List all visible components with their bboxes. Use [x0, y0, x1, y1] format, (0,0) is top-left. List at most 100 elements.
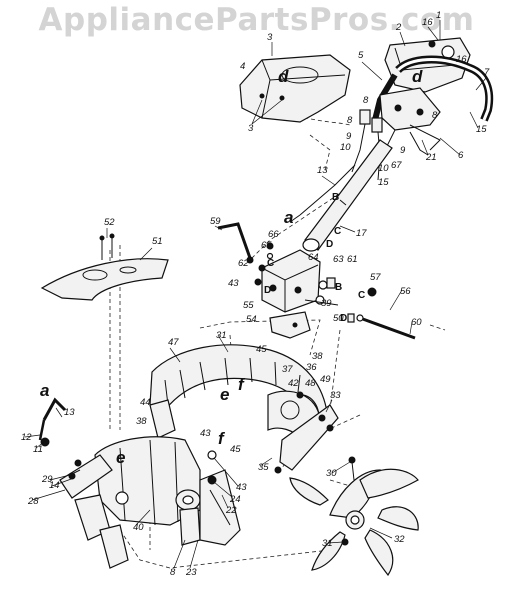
ref-letter-D: D — [264, 285, 271, 296]
ref-letter-e: e — [220, 385, 229, 404]
depth-stake-13: a — [38, 381, 67, 447]
callout-67: 67 — [391, 160, 402, 171]
callout-33: 33 — [330, 390, 341, 401]
ref-letter-B: B — [332, 192, 339, 203]
callout-15: 15 — [378, 177, 389, 188]
callout-8: 8 — [363, 95, 369, 106]
callout-55: 55 — [243, 300, 254, 311]
ref-letter-e: e — [116, 448, 125, 467]
callout-54: 54 — [246, 314, 257, 325]
callout-29: 29 — [41, 474, 53, 485]
callout-38: 38 — [136, 416, 147, 427]
callout-12: 12 — [21, 432, 32, 443]
callout-37: 37 — [282, 364, 293, 375]
callout-59: 59 — [210, 216, 221, 227]
callout-62: 62 — [238, 258, 249, 269]
handle-bracket — [379, 87, 441, 151]
tine-shaft-left — [59, 454, 129, 569]
callout-36: 36 — [306, 362, 317, 373]
callout-5: 5 — [358, 50, 364, 61]
ref-letter-f: f — [238, 375, 246, 394]
callout-9: 9 — [346, 131, 352, 142]
ref-letter-f: f — [218, 429, 226, 448]
callout-8: 8 — [170, 567, 176, 578]
callout-38: 38 — [312, 351, 323, 362]
callout-56: 56 — [400, 286, 411, 297]
ref-letter-D: D — [340, 313, 347, 324]
callout-1: 1 — [436, 10, 441, 21]
callout-7: 7 — [484, 67, 490, 78]
hitch-bracket-54 — [269, 311, 311, 339]
callout-3: 3 — [248, 123, 254, 134]
ref-letter-a: a — [284, 208, 293, 227]
callout-48: 48 — [305, 378, 316, 389]
ref-letter-C: C — [358, 290, 365, 301]
callout-9: 9 — [400, 145, 406, 156]
callout-61: 61 — [347, 254, 358, 265]
callout-64: 64 — [308, 252, 319, 263]
tine-bolt-30 — [348, 456, 356, 481]
callout-40: 40 — [133, 522, 144, 533]
ref-letter-B: B — [335, 282, 342, 293]
callout-21: 21 — [425, 152, 437, 163]
callout-57: 57 — [370, 272, 381, 283]
callout-49: 49 — [320, 374, 331, 385]
pivot-hardware: C B — [254, 242, 342, 306]
adjust-lever-59 — [217, 222, 254, 264]
callout-11: 11 — [33, 444, 43, 455]
callout-28: 28 — [27, 496, 39, 507]
ref-letter-d: d — [278, 67, 289, 86]
callout-63: 63 — [333, 254, 344, 265]
callout-44: 44 — [140, 397, 151, 408]
depth-bar-56: C D — [340, 287, 416, 340]
ref-letter-d: d — [412, 67, 423, 86]
ref-letter-C: C — [267, 258, 274, 269]
ref-letter-D: D — [326, 239, 333, 250]
ref-letter-a: a — [40, 381, 49, 400]
wheel-bracket-22: f — [199, 429, 241, 546]
callout-66: 66 — [268, 229, 279, 240]
callout-43: 43 — [200, 428, 211, 439]
callout-4: 4 — [240, 61, 245, 72]
drive-hub-8 — [175, 489, 201, 546]
leader-lines — [24, 20, 487, 569]
callout-45: 45 — [256, 344, 267, 355]
handle-tube: B C D — [302, 139, 393, 252]
callout-31: 31 — [322, 538, 333, 549]
callout-23: 23 — [185, 567, 197, 578]
callout-16: 16 — [456, 54, 467, 65]
callout-31: 31 — [216, 330, 227, 341]
callout-43: 43 — [236, 482, 247, 493]
callout-13: 13 — [317, 165, 328, 176]
top-console-shield: d — [239, 54, 351, 123]
callout-labels: 1 2 3 3 4 5 6 7 8 8 8 8 9 9 10 10 11 12 … — [21, 10, 490, 578]
callout-10: 10 — [340, 142, 351, 153]
callout-60: 60 — [411, 317, 422, 328]
callout-6: 6 — [458, 150, 464, 161]
callout-16: 16 — [422, 17, 433, 28]
callout-45: 45 — [230, 444, 241, 455]
callout-3: 3 — [267, 32, 273, 43]
callout-17: 17 — [356, 228, 367, 239]
callout-43: 43 — [228, 278, 239, 289]
callout-65: 65 — [261, 240, 272, 251]
callout-52: 52 — [104, 217, 115, 228]
callout-47: 47 — [168, 337, 179, 348]
callout-42: 42 — [288, 378, 299, 389]
callout-2: 2 — [395, 22, 402, 33]
callout-51: 51 — [152, 236, 163, 247]
callout-13: 13 — [64, 407, 75, 418]
callout-10: 10 — [378, 163, 389, 174]
callout-35: 35 — [258, 462, 269, 473]
side-plate-33 — [274, 404, 339, 474]
control-panel — [384, 37, 471, 93]
callout-22: 22 — [225, 505, 237, 516]
callout-8: 8 — [347, 115, 353, 126]
ref-letter-C: C — [334, 226, 341, 237]
callout-32: 32 — [394, 534, 405, 545]
callout-30: 30 — [326, 468, 337, 479]
callout-8: 8 — [432, 110, 438, 121]
tine-assembly-32 — [289, 468, 419, 577]
